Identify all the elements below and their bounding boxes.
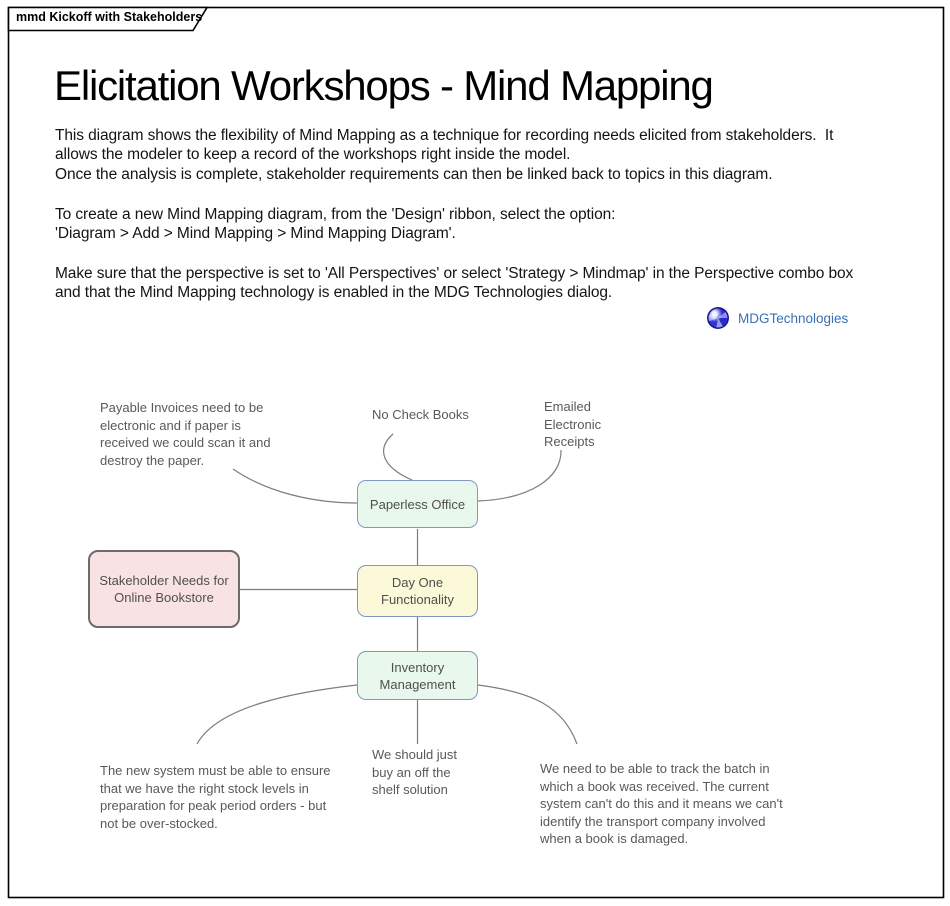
node-paperless-office[interactable]: Paperless Office bbox=[357, 480, 478, 528]
diagram-tab-shape[interactable] bbox=[7, 6, 209, 32]
mdg-globe-icon bbox=[707, 307, 729, 329]
intro-paragraph-1: This diagram shows the flexibility of Mi… bbox=[55, 127, 834, 183]
page-title: Elicitation Workshops - Mind Mapping bbox=[54, 62, 714, 109]
connector-inventory-batch-note bbox=[477, 684, 578, 745]
connector-payable-paperless bbox=[232, 468, 358, 504]
connector-nocheck-paperless bbox=[383, 433, 413, 481]
diagram-tab-label[interactable]: mmd Kickoff with Stakeholders bbox=[16, 10, 203, 24]
intro-paragraph-3: Make sure that the perspective is set to… bbox=[55, 265, 854, 302]
note-no-check-books[interactable]: No Check Books bbox=[372, 407, 469, 422]
diagram-frame bbox=[7, 6, 945, 899]
intro-paragraph-2: To create a new Mind Mapping diagram, fr… bbox=[55, 206, 616, 243]
connector-receipts-paperless bbox=[477, 449, 562, 502]
mdg-technologies-link[interactable]: MDGTechnologies bbox=[707, 307, 848, 329]
note-track-batch[interactable]: We need to be able to track the batch in… bbox=[540, 761, 783, 846]
mdg-technologies-label: MDGTechnologies bbox=[738, 310, 849, 326]
connector-inventory-stock-note bbox=[196, 684, 358, 745]
